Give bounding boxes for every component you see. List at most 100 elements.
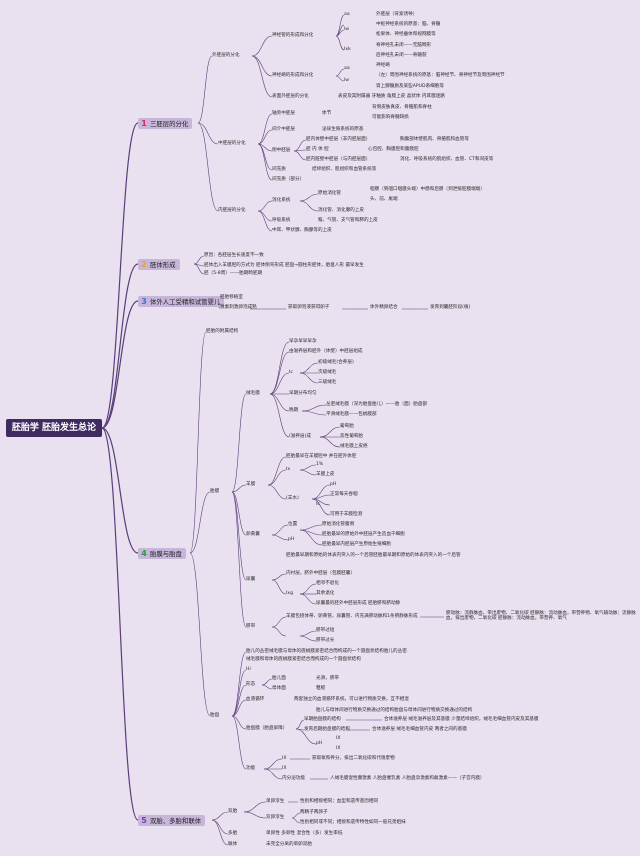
connector	[319, 436, 341, 448]
allantois-node[interactable]: 尿囊	[246, 577, 256, 582]
connector	[299, 630, 317, 637]
node-text: 正常每天吞咽	[330, 492, 358, 497]
connector	[299, 200, 319, 212]
twins-node[interactable]: 双胎	[228, 809, 238, 814]
connector	[197, 122, 219, 145]
mesenchyme-node[interactable]: 间充质	[272, 167, 286, 172]
node-text: 泌尿生殖系统的原基	[322, 127, 364, 132]
node-text: 绒毛膜和母体的底蜕膜紧密结合而构成的一个圆盘状结构	[246, 657, 361, 662]
placental-barrier-node[interactable]: 胎盘膜（胎盘屏障）	[246, 726, 288, 731]
blood-circulation-node[interactable]: 血液循环	[246, 697, 265, 702]
connector	[271, 524, 289, 536]
connector	[231, 491, 247, 581]
connector	[261, 678, 273, 686]
umbilical-cord-node[interactable]: 脐带	[246, 624, 256, 629]
connector	[269, 341, 290, 395]
branch-number: 5	[141, 816, 147, 825]
node-text: 两套独立的血液循环系统，可以进行物质交换，互不相混	[294, 697, 409, 702]
node-text: pH	[316, 741, 323, 746]
root-node[interactable]: 胚胎学 胚胎发生总论	[6, 419, 102, 437]
node-text: 表皮及其附属器 牙釉质 角膜上皮 晶状体 内耳膜迷路	[338, 94, 445, 99]
node-text: 未完全分离的单卵双胎	[266, 842, 312, 847]
node-text: (羊水)	[286, 496, 299, 501]
connector	[257, 210, 273, 222]
node-text: 心包腔、胸膜腔和腹膜腔	[368, 147, 419, 152]
connector	[291, 812, 301, 819]
node-text: aa	[344, 66, 350, 71]
node-text: 位置	[288, 522, 298, 527]
respiratory-node[interactable]: 呼吸系统	[272, 218, 291, 223]
connector	[299, 529, 323, 546]
connector	[197, 55, 213, 124]
notochord-node[interactable]: 间充质（部分）	[272, 177, 305, 182]
node-text: 胚胎移植室	[220, 295, 243, 300]
node-text: 脐带过短	[316, 628, 335, 633]
node-text: IX	[336, 736, 341, 741]
connector	[257, 113, 273, 145]
node-text: 胎儿面	[272, 676, 286, 681]
node-text: 早期分布均匀	[289, 391, 317, 396]
multiple-node[interactable]: 多胎	[228, 831, 238, 836]
yolk-sac-node[interactable]: 卵黄囊	[246, 532, 260, 537]
node-text: 两精子两卵子	[300, 810, 328, 815]
connector	[267, 456, 287, 486]
neural-tube-node[interactable]: 神经管的形成和分化	[272, 33, 314, 38]
node-text: 获取氧和养分，排出二氧化碳和代谢废物	[312, 756, 395, 761]
node-text: IX	[282, 756, 287, 761]
node-text: 性别相同或不同；相貌和遗传特性如同一般兄弟姐妹	[300, 820, 406, 825]
connector	[335, 29, 345, 37]
connector	[299, 469, 317, 476]
node-text: 三级绒毛	[318, 380, 337, 385]
node-text: 体节	[322, 111, 332, 116]
node-text: 中耳、甲状腺、胸腺等的上皮	[272, 228, 332, 233]
node-text: lw	[344, 78, 350, 83]
connector	[101, 122, 139, 429]
digestive-node[interactable]: 消化系统	[272, 198, 291, 203]
node-text: 胚胎最早内胚层产生原始生殖细胞	[322, 542, 391, 547]
lateral-node[interactable]: 侧中胚层	[272, 148, 291, 153]
ectoderm-node[interactable]: 外胚层的分化	[212, 53, 240, 58]
endoderm-node[interactable]: 内胚层的分化	[218, 208, 246, 213]
node-text: 消化管、消化腺的上皮	[318, 208, 364, 213]
node-text: 消化、呼吸系统的肌组织、血管、CT和间皮等	[400, 157, 494, 162]
node-text: Ixk	[344, 47, 351, 52]
conjoined-node[interactable]: 联体	[228, 842, 238, 847]
neural-crest-node[interactable]: 神经嵴的形成和分化	[272, 73, 314, 78]
connector	[189, 331, 207, 554]
connector	[311, 498, 331, 506]
connector	[269, 393, 290, 412]
node-text: 早期胎盘膜的结构	[304, 717, 341, 722]
connector	[231, 684, 247, 717]
placenta-function-node[interactable]: 功能	[246, 766, 256, 771]
connector	[257, 143, 273, 181]
node-text: 胸腹部体壁肌肉、骨骼肌和血管等	[400, 137, 469, 142]
connector	[271, 626, 287, 637]
fetal-membranes-node[interactable]: 胎膜	[210, 489, 220, 494]
surface-ectoderm-node[interactable]: 表面外胚层的分化	[272, 94, 309, 99]
placenta-shape-node[interactable]: 形态	[246, 682, 256, 687]
node-text: 原因：各胚层生长速度不一致	[204, 253, 264, 258]
mesoderm-node[interactable]: 中胚层的分化	[218, 141, 246, 146]
node-text: 次级绒毛	[318, 370, 337, 375]
branch-number: 3	[141, 297, 147, 306]
amnion-node[interactable]: 羊膜	[246, 482, 256, 487]
node-text: 胚胎的附属结构	[206, 329, 239, 334]
node-text: 胎儿与母体间进行物质交换通过的结构胎盘与母体间进行物质交换通过的结构	[316, 708, 473, 713]
connector	[251, 35, 273, 57]
connector	[193, 255, 205, 265]
branch-label: 体外人工受精和试管婴儿	[150, 298, 221, 306]
node-text: 胚胎最早的原始外中胚层产生造血干细胞	[322, 532, 405, 537]
branch-label: 胚体形成	[150, 261, 176, 269]
node-text: 葡萄胎	[340, 424, 354, 429]
node-text: Ic	[289, 370, 293, 375]
chorion-node[interactable]: 绒毛膜	[246, 391, 260, 396]
placenta-node[interactable]: 胎盘	[210, 713, 220, 718]
paraxial-node[interactable]: 轴旁中胚层	[272, 111, 295, 116]
intermediate-node[interactable]: 间介中胚层	[272, 127, 295, 132]
